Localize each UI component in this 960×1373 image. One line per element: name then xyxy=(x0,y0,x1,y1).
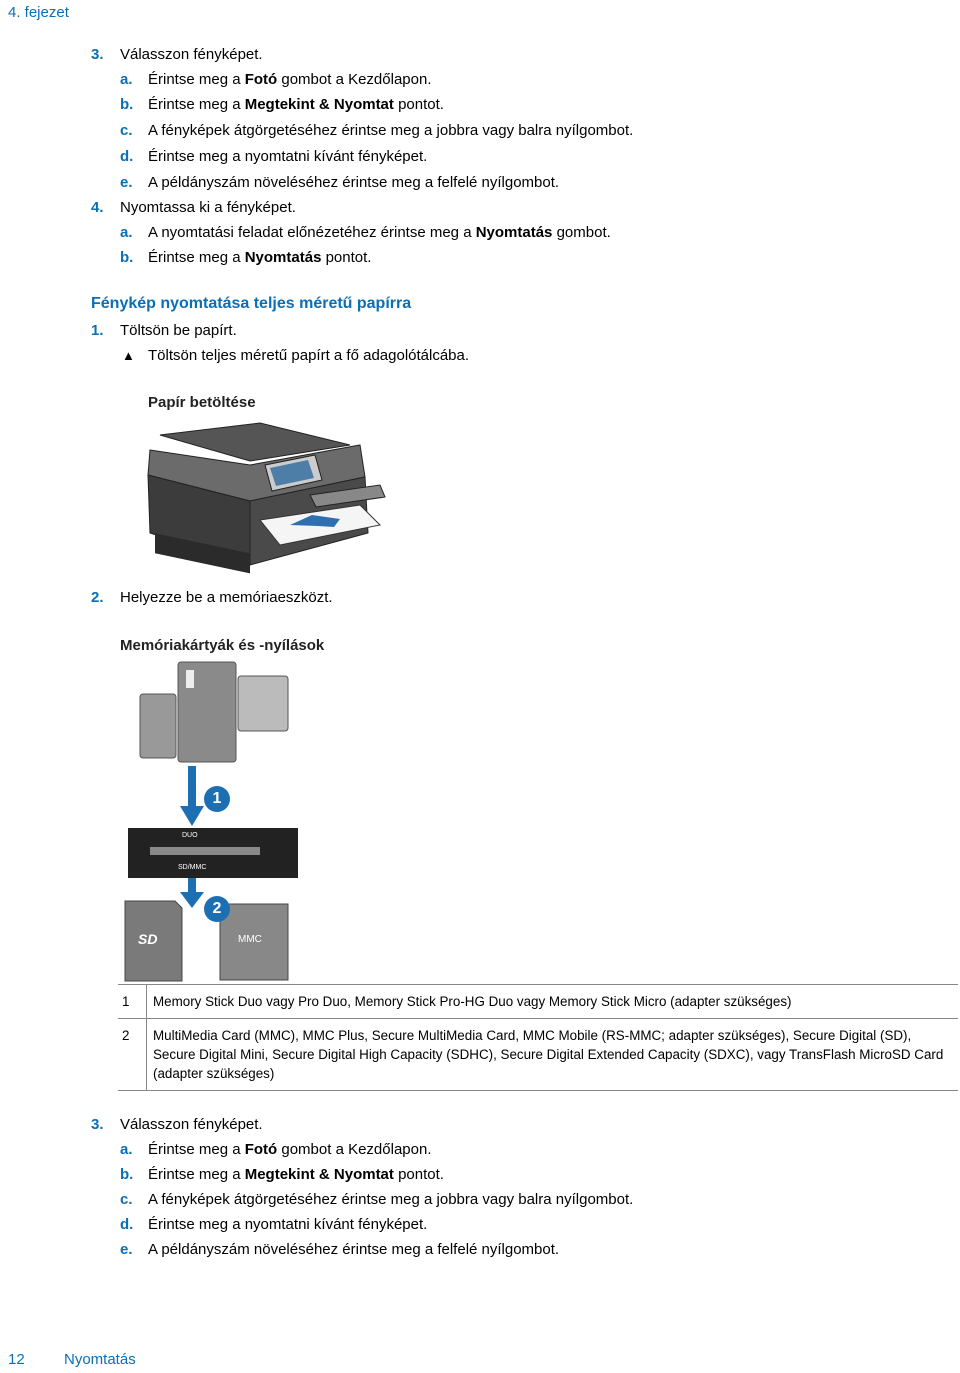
substep-text: A fényképek átgörgetéséhez érintse meg a… xyxy=(148,1191,634,1208)
legend-index: 1 xyxy=(118,984,147,1019)
substep-text: A fényképek átgörgetéséhez érintse meg a… xyxy=(148,122,634,139)
slot-sdmmc-label: SD/MMC xyxy=(178,864,207,871)
step-text: Válasszon fényképet. xyxy=(120,1116,263,1133)
step-text: Válasszon fényképet. xyxy=(120,46,263,63)
table-row: 1 Memory Stick Duo vagy Pro Duo, Memory … xyxy=(118,984,958,1019)
substep-text: A nyomtatási feladat előnézetéhez érints… xyxy=(148,224,611,241)
substep-letter: c. xyxy=(120,1191,133,1208)
legend-text: Memory Stick Duo vagy Pro Duo, Memory St… xyxy=(146,984,958,1019)
substep-letter: a. xyxy=(120,71,133,88)
step-number: 3. xyxy=(91,46,104,63)
substep-letter: b. xyxy=(120,96,134,113)
chapter-header: 4. fejezet xyxy=(8,4,69,21)
step-number: 1. xyxy=(91,322,104,339)
step-number: 4. xyxy=(91,199,104,216)
step-number: 3. xyxy=(91,1116,104,1133)
printer-illustration xyxy=(147,422,386,574)
paper-loading-heading: Papír betöltése xyxy=(148,394,256,411)
substep-letter: e. xyxy=(120,174,133,191)
memory-cards-heading: Memóriakártyák és -nyílások xyxy=(120,637,325,654)
substep-letter: b. xyxy=(120,249,134,266)
substep-text: Érintse meg a Megtekint & Nyomtat pontot… xyxy=(148,1166,444,1183)
substep-text: Érintse meg a Fotó gombot a Kezdőlapon. xyxy=(148,1141,432,1158)
substep-letter: c. xyxy=(120,122,133,139)
substep-text: A példányszám növeléséhez érintse meg a … xyxy=(148,174,560,191)
substep-text: Érintse meg a Fotó gombot a Kezdőlapon. xyxy=(148,71,432,88)
substep-letter: e. xyxy=(120,1241,133,1258)
step-text: Nyomtassa ki a fényképet. xyxy=(120,199,296,216)
memory-cards-illustration: 1 2 DUO SD/MMC SD MMC xyxy=(120,656,420,986)
substep-letter: a. xyxy=(120,224,133,241)
substep-letter: b. xyxy=(120,1166,134,1183)
section-title: Fénykép nyomtatása teljes méretű papírra xyxy=(91,295,412,312)
substep-letter: a. xyxy=(120,1141,133,1158)
substep-text: Érintse meg a nyomtatni kívánt fényképet… xyxy=(148,148,428,165)
callout-1-badge: 1 xyxy=(204,786,230,812)
bullet-text: Töltsön teljes méretű papírt a fő adagol… xyxy=(148,347,470,364)
bullet-triangle-icon: ▲ xyxy=(122,348,135,363)
substep-text: Érintse meg a Megtekint & Nyomtat pontot… xyxy=(148,96,444,113)
substep-text: Érintse meg a nyomtatni kívánt fényképet… xyxy=(148,1216,428,1233)
memory-cards-legend-table: 1 Memory Stick Duo vagy Pro Duo, Memory … xyxy=(118,984,958,1091)
step-text: Helyezze be a memóriaeszközt. xyxy=(120,589,333,606)
legend-index: 2 xyxy=(118,1018,147,1091)
substep-text: A példányszám növeléséhez érintse meg a … xyxy=(148,1241,560,1258)
step-text: Töltsön be papírt. xyxy=(120,322,237,339)
substep-letter: d. xyxy=(120,148,134,165)
footer-title: Nyomtatás xyxy=(64,1351,136,1368)
substep-text: Érintse meg a Nyomtatás pontot. xyxy=(148,249,372,266)
page-number: 12 xyxy=(8,1351,25,1368)
slot-duo-label: DUO xyxy=(182,832,198,839)
callout-2-badge: 2 xyxy=(204,896,230,922)
sd-logo: SD xyxy=(138,931,158,947)
substep-letter: d. xyxy=(120,1216,134,1233)
legend-text: MultiMedia Card (MMC), MMC Plus, Secure … xyxy=(146,1018,958,1091)
mmc-logo: MMC xyxy=(238,934,262,945)
step-number: 2. xyxy=(91,589,104,606)
table-row: 2 MultiMedia Card (MMC), MMC Plus, Secur… xyxy=(118,1018,958,1091)
